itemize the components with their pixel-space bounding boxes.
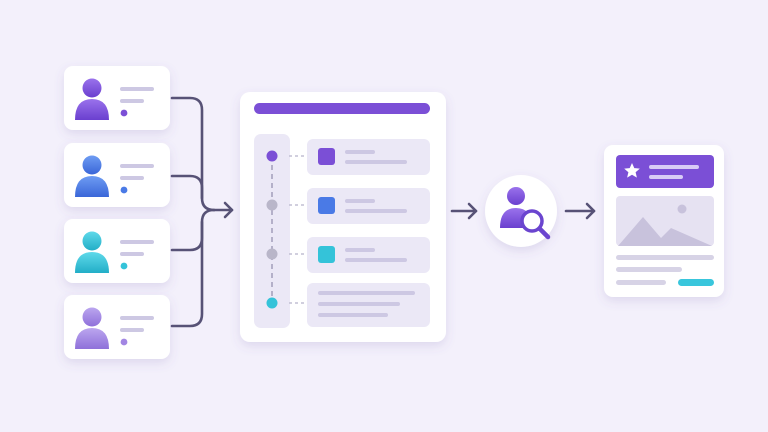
merge-connector xyxy=(170,96,234,328)
user-icon xyxy=(75,78,109,120)
result-card-header xyxy=(616,155,714,188)
user-search-node xyxy=(485,175,557,247)
profile-card xyxy=(64,143,170,207)
profile-card xyxy=(64,295,170,359)
list-row[interactable] xyxy=(307,237,430,273)
user-icon xyxy=(75,307,109,349)
list-row[interactable] xyxy=(307,139,430,175)
result-card xyxy=(604,145,724,297)
timeline-dot xyxy=(266,297,306,309)
timeline-dot xyxy=(266,199,306,211)
user-search-icon xyxy=(500,187,551,240)
user-icon xyxy=(75,231,109,273)
user-icon xyxy=(75,155,109,197)
panel-title-bar xyxy=(254,103,430,114)
timeline-dot xyxy=(266,248,306,260)
square-icon xyxy=(318,246,335,263)
profile-card xyxy=(64,66,170,130)
square-icon xyxy=(318,148,335,165)
square-icon xyxy=(318,197,335,214)
list-row[interactable] xyxy=(307,283,430,327)
arrow-to-search xyxy=(450,202,478,220)
list-row[interactable] xyxy=(307,188,430,224)
timeline-dot xyxy=(266,150,306,162)
arrow-to-result xyxy=(564,202,596,220)
star-icon xyxy=(624,163,640,178)
profile-card xyxy=(64,219,170,283)
result-action-button[interactable] xyxy=(678,279,714,286)
mountain-image-icon xyxy=(616,196,714,246)
